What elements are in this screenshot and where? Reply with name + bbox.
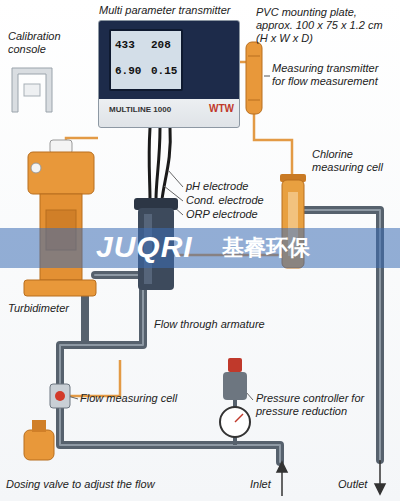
callout-label: Flow through armature	[154, 318, 265, 331]
device-heading: Multi parameter transmitter	[99, 4, 230, 16]
turbidimeter	[24, 140, 96, 296]
callout-label: Measuring transmitter for flow measureme…	[272, 62, 390, 88]
watermark-text: 基睿环保	[222, 235, 310, 261]
calibration-bracket	[12, 68, 52, 112]
callout-label: Calibration console	[8, 30, 78, 56]
callout-label: Outlet	[338, 478, 367, 491]
pressure-controller	[220, 358, 250, 445]
dosing-valve	[24, 420, 54, 460]
watermark-band	[0, 228, 400, 268]
callout-label: Flow measuring cell	[80, 392, 177, 405]
callout-label: Dosing valve to adjust the flow	[6, 478, 155, 491]
electrode-label: pH electrode	[186, 180, 248, 193]
model-name: MULTILINE 1000	[109, 105, 171, 114]
electrode-label: Cond. electrode	[186, 194, 264, 207]
display-value: 6.90	[115, 65, 141, 77]
callout-label: Chlorine measuring cell	[312, 148, 396, 174]
display-value: 433	[115, 39, 135, 51]
watermark-text: JUQRI	[96, 230, 193, 264]
brand-logo: WTW	[209, 103, 234, 114]
display-value: 0.15	[151, 65, 177, 77]
callout-label: Pressure controller for pressure reducti…	[256, 392, 394, 418]
electrode-cables	[149, 128, 170, 200]
callout-label: Inlet	[250, 478, 271, 491]
transmitter-housing: Multi parameter transmitterMULTILINE 100…	[98, 20, 240, 128]
callout-label: PVC mounting plate, approx. 100 x 75 x 1…	[256, 6, 394, 45]
lcd-display: 433 208 6.90 0.15	[109, 29, 183, 91]
electrode-label: ORP electrode	[186, 208, 258, 221]
callout-label: Turbidimeter	[8, 302, 69, 315]
flow-measuring-cell	[50, 384, 70, 408]
flow-arrows	[277, 460, 385, 496]
display-value: 208	[151, 39, 171, 51]
flow-transmitter	[246, 42, 270, 114]
